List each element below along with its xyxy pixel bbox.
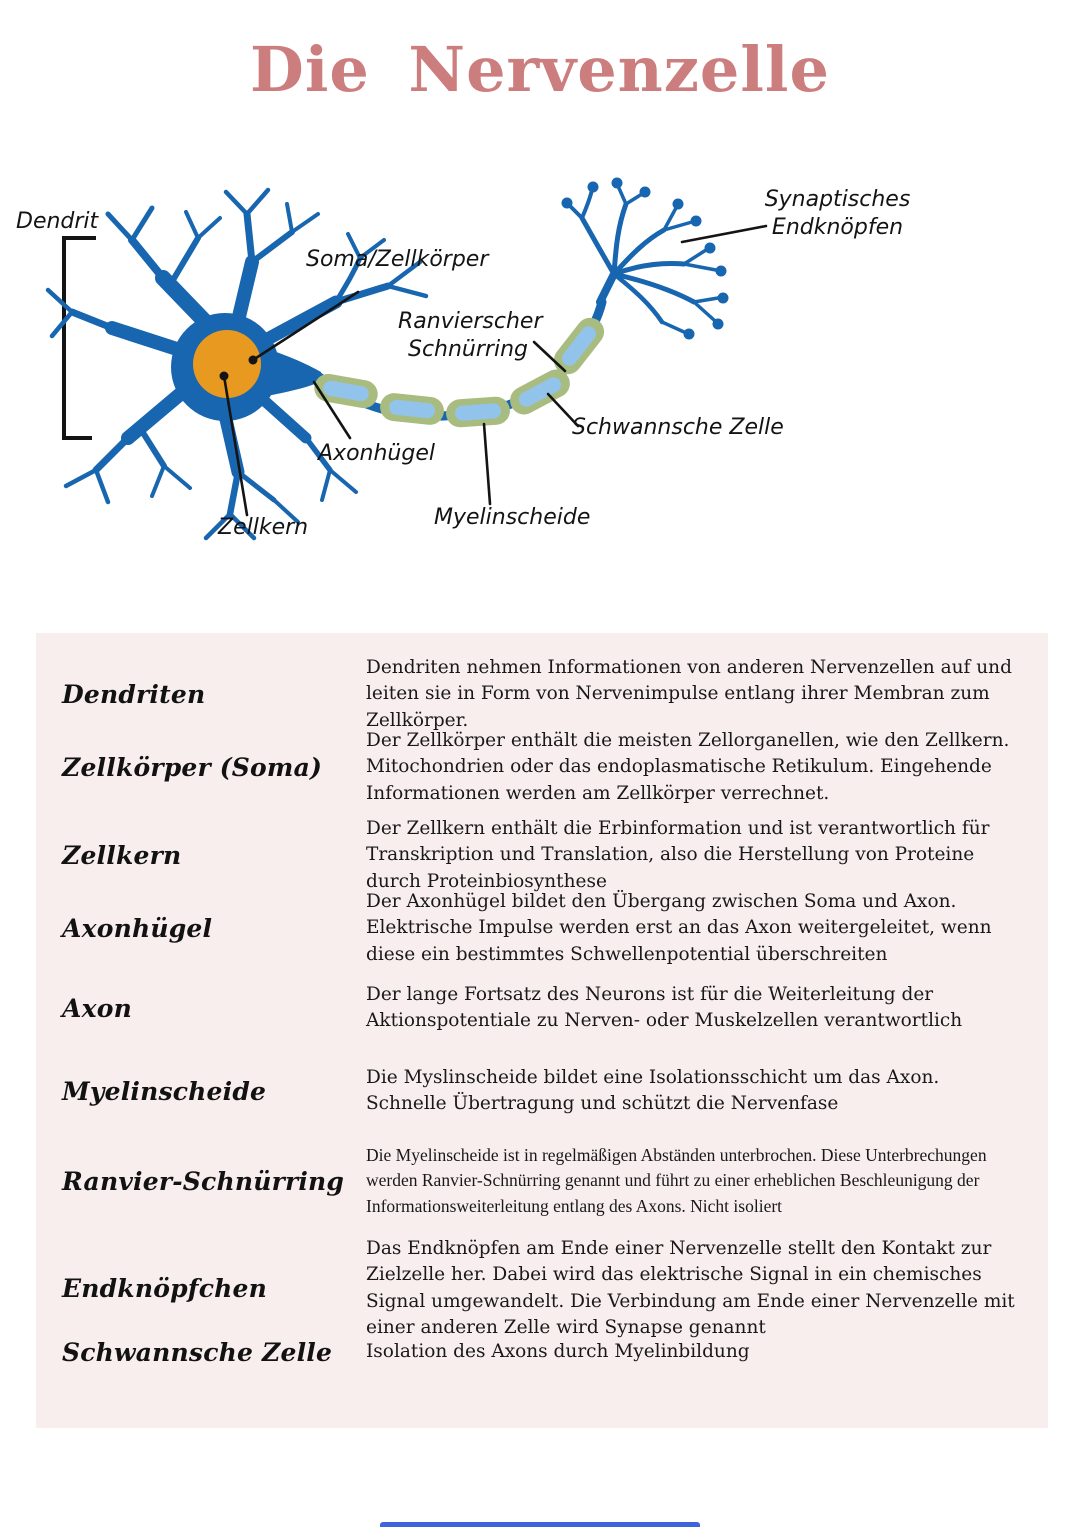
label-axonhuegel: Axonhügel [318,441,435,466]
label-myelinscheide: Myelinscheide [434,505,591,530]
soma-pointer [251,290,360,362]
glossary-definition: Der Zellkern enthält die Erbinformation … [366,818,990,892]
glossary-row: Axonhügel Der Axonhügel bildet den Überg… [36,889,1048,968]
glossary-definition: Der Axonhügel bildet den Übergang zwisch… [366,891,992,965]
page-title: Die Nervenzelle [250,33,830,106]
glossary-term: Endknöpfchen [62,1274,268,1304]
synaptisches-pointer [680,224,768,244]
label-soma: Soma/Zellkörper [306,247,489,272]
glossary-term: Zellkern [62,840,182,870]
glossary-definition: Dendriten nehmen Informationen von ander… [366,657,1012,731]
glossary-row: Axon Der lange Fortsatz des Neurons ist … [36,982,1048,1035]
glossary-definition: Die Myelinscheide ist in regelmäßigen Ab… [366,1145,987,1216]
glossary-panel: Dendriten Dendriten nehmen Informationen… [36,633,1048,1428]
myelin-pointer [482,422,492,506]
neuron-illustration [45,177,768,541]
glossary-definition: Der Zellkörper enthält die meisten Zello… [366,730,1010,804]
label-ranvier: Ranvierscher Schnürring [398,309,543,362]
glossary-row: Zellkern Der Zellkern enthält die Erbinf… [36,816,1048,895]
glossary-definition: Der lange Fortsatz des Neurons ist für d… [366,984,963,1032]
axon-hillock [245,342,321,400]
glossary-row: Endknöpfchen Das Endknöpfen am Ende eine… [36,1236,1048,1341]
glossary-term: Ranvier-Schnürring [62,1166,345,1196]
glossary-term: Dendriten [62,679,206,709]
label-dendrit: Dendrit [16,209,99,234]
ranvier-pointer [532,340,567,373]
axonhuegel-pointer [312,380,352,440]
glossary-term: Myelinscheide [62,1076,267,1106]
dendrites [45,187,429,541]
label-zellkern: Zellkern [218,515,309,540]
page-progress-bar [380,1522,700,1527]
glossary-row: Schwannsche Zelle Isolation des Axons du… [36,1338,1048,1367]
glossary-row: Ranvier-Schnürring Die Myelinscheide ist… [36,1143,1048,1219]
neuron-diagram: Dendrit Soma/Zellkörper Ranvierscher Sch… [0,170,1080,600]
glossary-definition: Die Myslinscheide bildet eine Isolations… [366,1067,940,1115]
zellkern-pointer [222,374,249,517]
glossary-definition: Isolation des Axons durch Myelinbildung [366,1341,750,1363]
myelin-sheath [314,317,605,428]
synaptic-terminal [568,184,720,334]
dendrit-bracket [62,236,96,440]
glossary-row: Myelinscheide Die Myslinscheide bildet e… [36,1065,1048,1118]
glossary-term: Axonhügel [62,913,213,943]
glossary-row: Zellkörper (Soma) Der Zellkörper enthält… [36,728,1048,807]
glossary-term: Axon [62,993,132,1023]
glossary-term: Schwannsche Zelle [62,1338,333,1367]
glossary-definition: Das Endknöpfen am Ende einer Nervenzelle… [366,1238,1015,1338]
schwann-pointer [546,392,580,428]
glossary-row: Dendriten Dendriten nehmen Informationen… [36,655,1048,734]
label-schwannsche: Schwannsche Zelle [572,415,784,440]
terminal-knobs [561,177,729,340]
label-synaptisches: Synaptisches Endknöpfen [764,187,911,240]
nucleus [193,330,261,398]
glossary-term: Zellkörper (Soma) [62,752,323,782]
label-pointers [219,224,768,517]
